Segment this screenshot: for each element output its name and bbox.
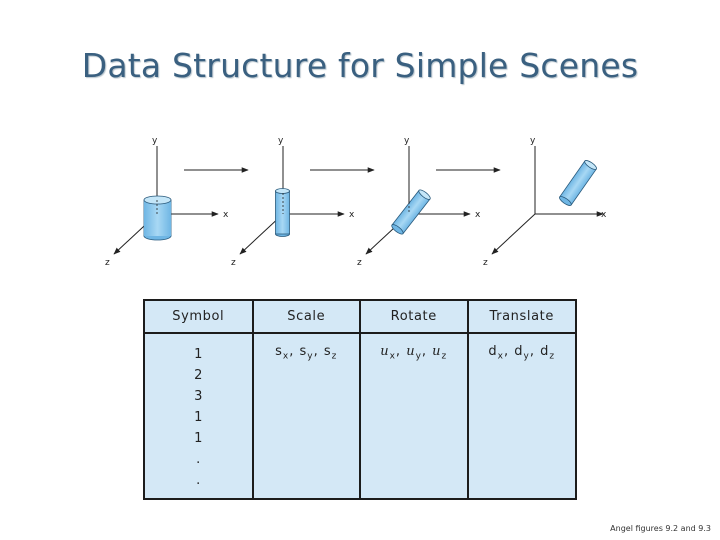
axis-label-z: z bbox=[483, 258, 488, 268]
header-rotate: Rotate bbox=[359, 301, 468, 334]
translate-column: dx, dy, dz bbox=[466, 333, 575, 498]
figure-caption: Angel figures 9.2 and 9.3 bbox=[610, 524, 711, 533]
scale-column: sx, sy, sz bbox=[251, 333, 360, 498]
axis-label-x: x bbox=[349, 210, 355, 220]
cylinder-rotated bbox=[391, 189, 431, 235]
axis-label-y: y bbox=[404, 136, 410, 146]
panel-scaled: y x z bbox=[231, 136, 355, 268]
scale-params: sx, sy, sz bbox=[275, 344, 338, 362]
axis-label-x: x bbox=[601, 210, 607, 220]
cylinder-original bbox=[143, 195, 172, 241]
axis-label-z: z bbox=[105, 258, 110, 268]
header-symbol: Symbol bbox=[145, 301, 253, 334]
translate-params: dx, dy, dz bbox=[488, 344, 556, 362]
symbol-entry: . bbox=[196, 473, 201, 488]
axis-label-y: y bbox=[152, 136, 158, 146]
panel-rotated: y x z bbox=[357, 136, 481, 268]
axis-label-z: z bbox=[357, 258, 362, 268]
symbol-table: Symbol Scale Rotate Translate 1 2 3 1 1 … bbox=[145, 301, 575, 498]
transform-table: Symbol Scale Rotate Translate 1 2 3 1 1 … bbox=[143, 299, 577, 500]
header-scale: Scale bbox=[251, 301, 360, 334]
axis-label-x: x bbox=[223, 210, 229, 220]
rotate-column: ux, uy, uz bbox=[359, 333, 468, 498]
symbol-entry: 1 bbox=[194, 410, 203, 425]
axis-label-y: y bbox=[530, 136, 536, 146]
symbol-entry: 2 bbox=[194, 368, 203, 383]
header-translate: Translate bbox=[466, 301, 575, 334]
symbol-column: 1 2 3 1 1 . . bbox=[145, 333, 253, 498]
cylinder-translated bbox=[559, 160, 597, 206]
rotate-params: ux, uy, uz bbox=[380, 344, 448, 362]
panel-translated: y x z bbox=[483, 136, 607, 268]
symbol-entry: 1 bbox=[194, 347, 203, 362]
symbol-entry: 3 bbox=[194, 389, 203, 404]
cylinder-scaled bbox=[275, 188, 290, 237]
symbol-entry: . bbox=[196, 452, 201, 467]
symbol-entry: 1 bbox=[194, 431, 203, 446]
panel-original: y x z bbox=[105, 136, 229, 268]
transformation-diagram: y x z y x z y x z bbox=[105, 136, 607, 268]
axis-label-x: x bbox=[475, 210, 481, 220]
axis-label-y: y bbox=[278, 136, 284, 146]
slide-title: Data Structure for Simple Scenes bbox=[81, 46, 639, 85]
axis-label-z: z bbox=[231, 258, 236, 268]
